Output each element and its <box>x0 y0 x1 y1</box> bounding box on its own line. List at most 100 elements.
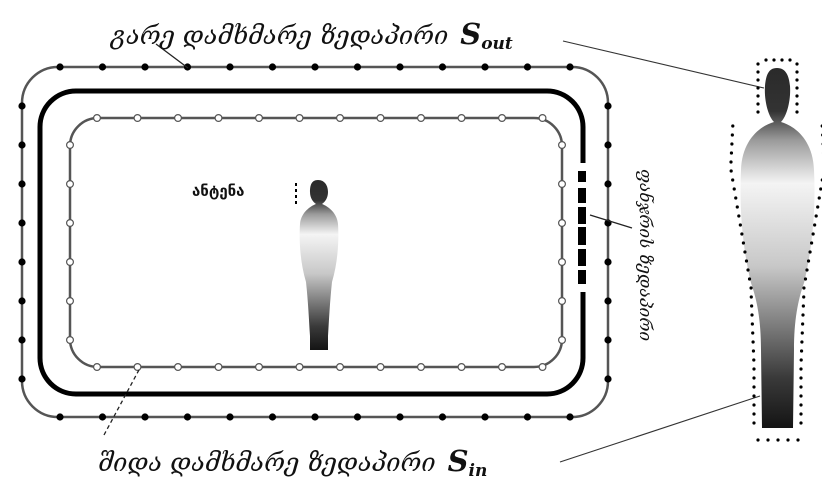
inner-marker <box>256 115 263 122</box>
body-marker <box>799 367 802 370</box>
inner-marker <box>256 364 263 371</box>
body-marker <box>799 412 802 415</box>
inner-marker <box>67 181 74 188</box>
body-marker <box>745 259 748 262</box>
inner-surface-symbol: Sin <box>448 444 488 478</box>
outer-marker <box>99 63 106 70</box>
body-marker <box>795 94 798 97</box>
body-marker <box>807 259 810 262</box>
body-marker <box>780 58 783 61</box>
body-marker <box>800 340 803 343</box>
body-marker <box>739 223 742 226</box>
outer-marker <box>18 375 25 382</box>
body-marker <box>756 78 759 81</box>
body-marker <box>800 358 803 361</box>
inner-marker <box>559 337 566 344</box>
outer-marker <box>604 297 611 304</box>
inner-marker <box>539 364 546 371</box>
body-marker <box>795 78 798 81</box>
outer-marker <box>604 141 611 148</box>
body-marker <box>734 196 737 199</box>
outer-marker <box>18 102 25 109</box>
body-marker <box>813 223 816 226</box>
body-marker <box>799 394 802 397</box>
outer-marker <box>226 413 233 420</box>
leader-window <box>590 215 632 228</box>
outer-marker <box>141 63 148 70</box>
window-surface-label: ფანჯრის ზედაპირი <box>630 130 660 380</box>
body-marker <box>756 94 759 97</box>
body-marker <box>799 376 802 379</box>
body-marker <box>731 124 734 127</box>
inner-marker <box>559 259 566 266</box>
body-marker <box>795 62 798 65</box>
body-marker <box>752 385 755 388</box>
leader-body-top <box>563 41 764 88</box>
body-marker <box>752 376 755 379</box>
human-body-large <box>740 68 814 428</box>
inner-marker <box>418 115 425 122</box>
body-marker <box>756 102 759 105</box>
body-marker <box>776 438 779 441</box>
inner-marker <box>559 298 566 305</box>
outer-marker <box>396 413 403 420</box>
body-marker <box>816 205 819 208</box>
outer-marker <box>311 413 318 420</box>
body-marker <box>815 214 818 217</box>
inner-marker <box>175 364 182 371</box>
body-marker <box>796 438 799 441</box>
inner-marker <box>94 115 101 122</box>
body-marker <box>786 438 789 441</box>
outer-marker <box>354 63 361 70</box>
body-marker <box>743 250 746 253</box>
outer-marker <box>604 375 611 382</box>
inner-marker <box>377 115 384 122</box>
outer-marker <box>524 63 531 70</box>
body-marker <box>812 232 815 235</box>
outer-marker <box>141 413 148 420</box>
body-marker <box>740 232 743 235</box>
inner-marker <box>377 364 384 371</box>
outer-marker <box>184 413 191 420</box>
inner-marker <box>418 364 425 371</box>
body-marker <box>749 286 752 289</box>
body-marker <box>802 286 805 289</box>
body-marker <box>795 102 798 105</box>
inner-marker <box>337 364 344 371</box>
outer-marker <box>99 413 106 420</box>
body-marker <box>730 151 733 154</box>
body-marker <box>731 178 734 181</box>
window-surface <box>578 171 586 284</box>
body-marker <box>742 241 745 244</box>
outer-marker <box>604 102 611 109</box>
outer-marker <box>18 141 25 148</box>
outer-marker <box>18 336 25 343</box>
outer-marker <box>439 413 446 420</box>
body-marker <box>756 110 759 113</box>
inner-marker <box>296 364 303 371</box>
inner-marker <box>134 115 141 122</box>
outer-marker <box>396 63 403 70</box>
outer-marker <box>481 63 488 70</box>
body-marker <box>752 421 755 424</box>
body-marker <box>802 295 805 298</box>
body-marker <box>756 438 759 441</box>
inner-marker <box>559 142 566 149</box>
outer-marker <box>354 413 361 420</box>
outer-marker <box>566 63 573 70</box>
body-marker <box>788 58 791 61</box>
outer-marker <box>481 413 488 420</box>
body-marker <box>764 58 767 61</box>
inner-marker <box>67 142 74 149</box>
inner-marker <box>539 115 546 122</box>
inner-marker <box>458 364 465 371</box>
body-marker <box>752 412 755 415</box>
outer-marker <box>18 219 25 226</box>
inner-marker <box>559 220 566 227</box>
body-marker <box>810 241 813 244</box>
body-marker <box>804 277 807 280</box>
outer-marker <box>439 63 446 70</box>
